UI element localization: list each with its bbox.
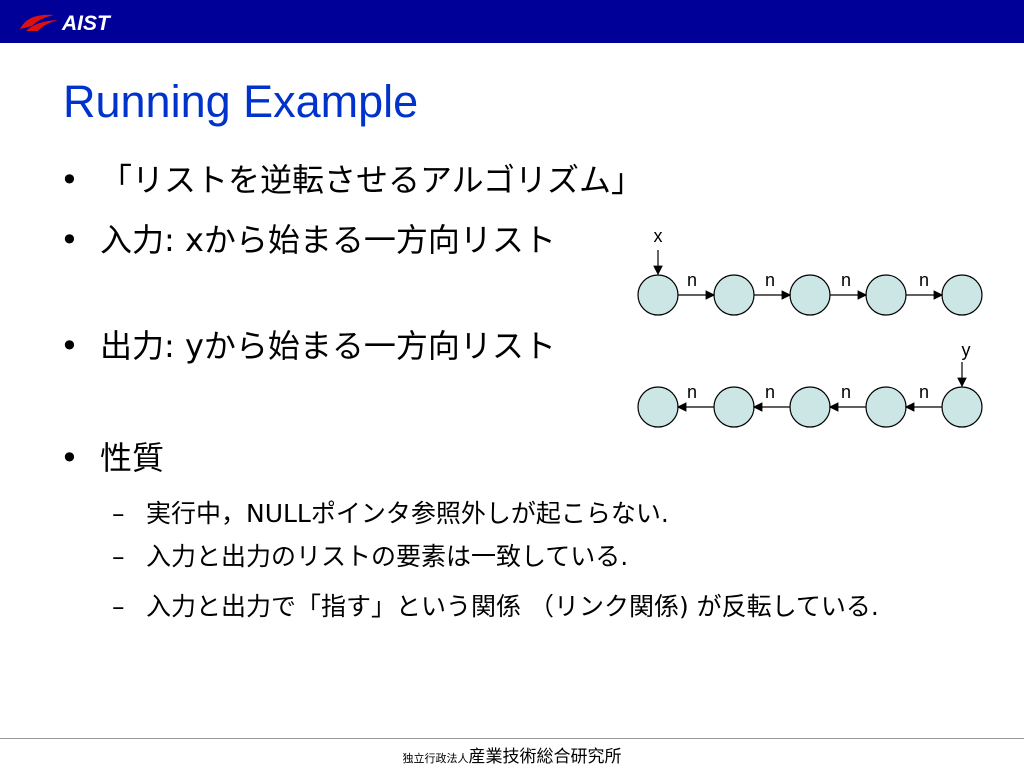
footer-name: 産業技術総合研究所 xyxy=(468,747,622,767)
sub-bullet-marker: – xyxy=(112,592,125,621)
sub-bullet-item: –入力と出力のリストの要素は一致している. xyxy=(112,540,628,574)
output-list: y n n n n xyxy=(637,340,983,428)
list-node xyxy=(713,386,755,428)
sub-bullet-item: –実行中，NULLポインタ参照外しが起こらない. xyxy=(112,497,669,531)
link-label: n xyxy=(841,382,851,402)
bullet-text: 入力: xから始まる一方向リスト xyxy=(100,221,556,259)
linked-list-diagram: x n n n n y n n n n xyxy=(637,226,983,428)
header-bar: AIST xyxy=(0,0,1024,43)
bullet-text: 「リストを逆転させるアルゴリズム」 xyxy=(100,161,644,199)
link-label: n xyxy=(687,270,697,290)
link-label: n xyxy=(765,382,775,402)
link-label: n xyxy=(919,270,929,290)
sub-bullet-item: –入力と出力で「指す」という関係 （リンク関係) が反転している. xyxy=(112,587,982,627)
bullet-marker: • xyxy=(60,327,79,365)
list-node xyxy=(865,386,907,428)
bullet-text: 出力: yから始まる一方向リスト xyxy=(100,327,556,365)
sub-bullet-marker: – xyxy=(112,542,125,571)
bullet-item: • 出力: yから始まる一方向リスト xyxy=(60,326,556,366)
sub-bullet-text: 入力と出力で「指す」という関係 （リンク関係) が反転している. xyxy=(146,592,879,621)
list-node xyxy=(637,274,679,316)
bullet-marker: • xyxy=(60,161,79,199)
link-label: n xyxy=(841,270,851,290)
link-label: n xyxy=(765,270,775,290)
list-node xyxy=(713,274,755,316)
link-label: n xyxy=(687,382,697,402)
aist-logo: AIST xyxy=(20,12,112,35)
sub-bullet-marker: – xyxy=(112,499,125,528)
input-list: x n n n n xyxy=(637,226,983,316)
slide-title: Running Example xyxy=(63,76,419,127)
footer-organization: 独立行政法人産業技術総合研究所 xyxy=(0,742,1024,767)
list-node xyxy=(941,386,983,428)
bullet-item: • 入力: xから始まる一方向リスト xyxy=(60,220,556,260)
sub-bullet-text: 入力と出力のリストの要素は一致している. xyxy=(146,542,629,571)
footer-prefix: 独立行政法人 xyxy=(402,752,469,765)
list-node xyxy=(789,386,831,428)
list-node xyxy=(941,274,983,316)
bullet-item: • 性質 xyxy=(60,438,164,478)
list-node xyxy=(637,386,679,428)
bullet-text: 性質 xyxy=(100,439,165,477)
sub-bullet-text: 実行中，NULLポインタ参照外しが起こらない. xyxy=(146,499,669,528)
list-node xyxy=(865,274,907,316)
bullet-marker: • xyxy=(60,439,79,477)
pointer-label-x: x xyxy=(654,226,663,246)
pointer-label-y: y xyxy=(962,340,971,360)
logo-text: AIST xyxy=(61,12,112,35)
list-node xyxy=(789,274,831,316)
bullet-marker: • xyxy=(60,221,79,259)
link-label: n xyxy=(919,382,929,402)
footer-divider xyxy=(0,738,1024,739)
bullet-item: • 「リストを逆転させるアルゴリズム」 xyxy=(60,160,643,200)
